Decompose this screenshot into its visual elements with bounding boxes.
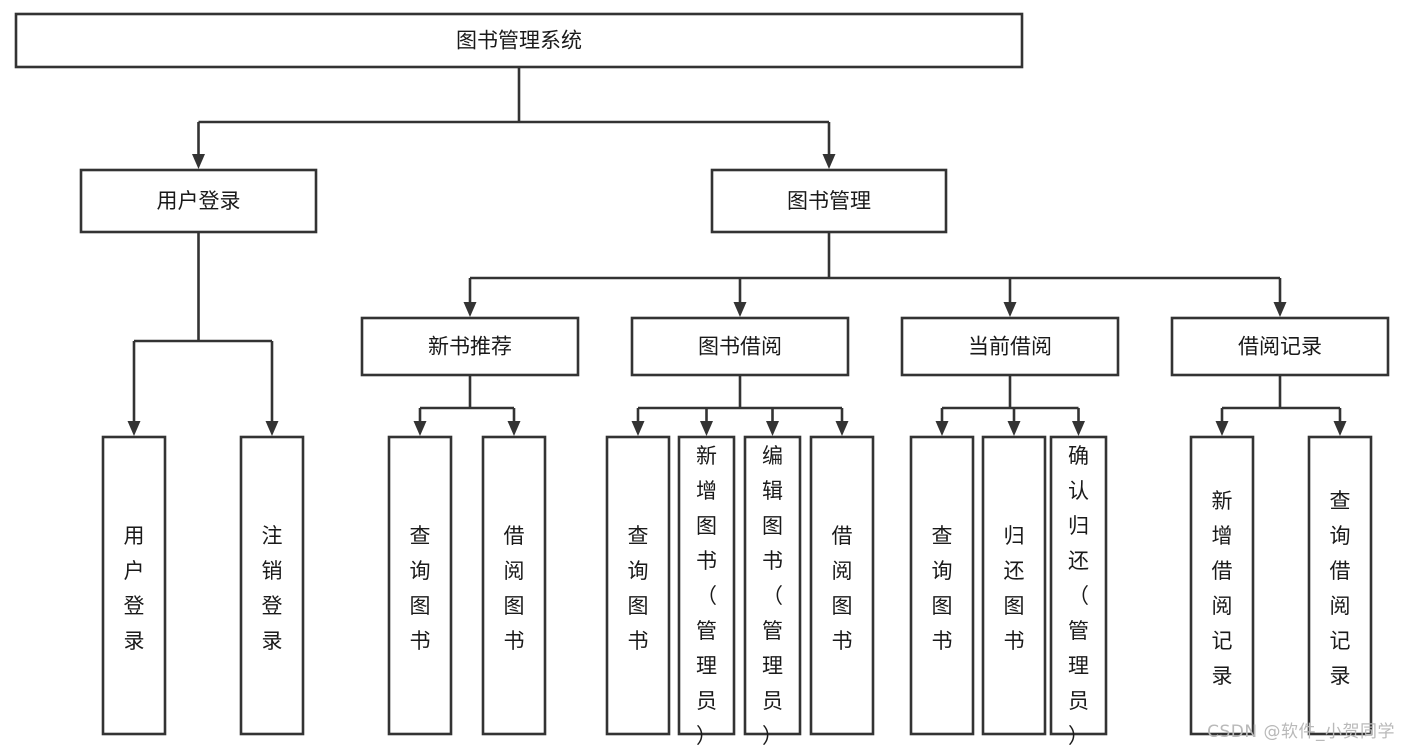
node-layer: 图书管理系统用户登录图书管理新书推荐图书借阅当前借阅借阅记录用户登录注销登录查询… [14,12,1390,747]
node-leaf-confirm-return[interactable]: 确认归还（管理员） [1049,435,1108,747]
arrow-head-icon [1072,421,1085,436]
arrow-head-icon [733,302,747,317]
node-box[interactable] [1170,316,1390,377]
arrow-head-icon [192,154,205,169]
node-box[interactable] [900,316,1120,377]
arrow-head-icon [413,421,427,436]
node-l2-book-manage[interactable]: 图书管理 [710,168,948,234]
node-leaf-user-login[interactable]: 用户登录 [101,435,167,736]
node-box[interactable] [809,435,875,736]
node-label: 用户登录 [157,189,241,213]
node-label: 当前借阅 [968,335,1052,359]
arrow-head-icon [127,421,141,436]
node-box[interactable] [387,435,453,736]
node-box[interactable] [710,168,948,234]
node-l3-new-book[interactable]: 新书推荐 [360,316,580,377]
node-box[interactable] [79,168,318,234]
arrow-head-icon [631,421,645,436]
connector-group-l3_current [935,375,1085,436]
arrow-head-icon [1003,302,1017,317]
node-box[interactable] [1189,435,1255,736]
arrow-head-icon [1215,421,1229,436]
node-box[interactable] [630,316,850,377]
connector-group-l3_new_book [413,375,521,436]
node-box[interactable] [605,435,671,736]
node-label: 注销登录 [262,524,283,653]
node-leaf-query-book-2[interactable]: 查询图书 [605,435,671,736]
node-label: 查询借阅记录 [1330,489,1351,688]
node-box[interactable] [360,316,580,377]
node-label: 查询图书 [628,524,649,653]
arrow-head-icon [1273,302,1287,317]
node-l3-borrow[interactable]: 图书借阅 [630,316,850,377]
edge-layer [127,67,1347,436]
arrow-head-icon [1007,421,1021,436]
node-box[interactable] [909,435,975,736]
arrow-head-icon [507,421,521,436]
node-leaf-add-book[interactable]: 新增图书（管理员） [677,435,736,747]
node-label: 用户登录 [124,524,145,653]
node-box[interactable] [481,435,547,736]
node-label: 查询图书 [410,524,431,653]
connector-group-root [192,67,836,169]
arrow-head-icon [265,421,279,436]
node-box[interactable] [743,435,802,736]
node-label: 借阅图书 [832,524,853,653]
node-box[interactable] [677,435,736,736]
node-leaf-add-record[interactable]: 新增借阅记录 [1189,435,1255,736]
node-leaf-logout[interactable]: 注销登录 [239,435,305,736]
node-box[interactable] [981,435,1047,736]
node-root[interactable]: 图书管理系统 [14,12,1024,69]
connector-group-l3_borrow [631,375,849,436]
node-leaf-query-book-1[interactable]: 查询图书 [387,435,453,736]
node-box[interactable] [14,12,1024,69]
node-leaf-query-book-3[interactable]: 查询图书 [909,435,975,736]
arrow-head-icon [700,421,713,436]
node-leaf-query-record[interactable]: 查询借阅记录 [1307,435,1373,736]
node-label: 编辑图书（管理员） [762,444,783,747]
node-box[interactable] [1049,435,1108,736]
node-leaf-borrow-book-1[interactable]: 借阅图书 [481,435,547,736]
node-label: 新增借阅记录 [1212,489,1233,688]
node-label: 借阅记录 [1238,335,1322,359]
arrow-head-icon [822,154,836,169]
connector-group-l2_user_login [127,232,279,436]
arrow-head-icon [463,302,477,317]
arrow-head-icon [935,421,949,436]
node-label: 借阅图书 [504,524,525,653]
node-leaf-edit-book[interactable]: 编辑图书（管理员） [743,435,802,747]
arrow-head-icon [1333,421,1347,436]
node-l2-user-login[interactable]: 用户登录 [79,168,318,234]
arrow-head-icon [835,421,849,436]
node-label: 查询图书 [932,524,953,653]
node-label: 新增图书（管理员） [696,444,717,747]
node-box[interactable] [239,435,305,736]
connector-group-l3_record [1215,375,1347,436]
node-l3-current[interactable]: 当前借阅 [900,316,1120,377]
node-leaf-return-book[interactable]: 归还图书 [981,435,1047,736]
node-box[interactable] [101,435,167,736]
node-label: 图书管理 [787,189,871,213]
node-l3-record[interactable]: 借阅记录 [1170,316,1390,377]
node-label: 归还图书 [1004,524,1025,653]
node-label: 新书推荐 [428,335,512,359]
node-box[interactable] [1307,435,1373,736]
node-label: 确认归还（管理员） [1068,444,1089,747]
node-leaf-borrow-book-2[interactable]: 借阅图书 [809,435,875,736]
arrow-head-icon [766,421,779,436]
node-label: 图书管理系统 [456,29,582,53]
node-label: 图书借阅 [698,335,782,359]
connector-group-l2_book_manage [463,232,1287,317]
